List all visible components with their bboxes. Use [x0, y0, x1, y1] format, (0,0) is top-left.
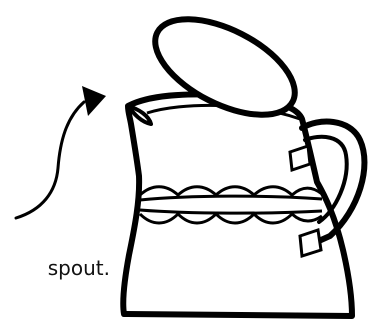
handle-tab-bottom: [300, 230, 321, 256]
pitcher-body: [123, 94, 352, 316]
spout-label: spout.: [0, 256, 110, 280]
handle-tab-top: [290, 146, 310, 170]
arrowhead: [82, 86, 106, 116]
curved-arrow-icon: [16, 102, 84, 218]
